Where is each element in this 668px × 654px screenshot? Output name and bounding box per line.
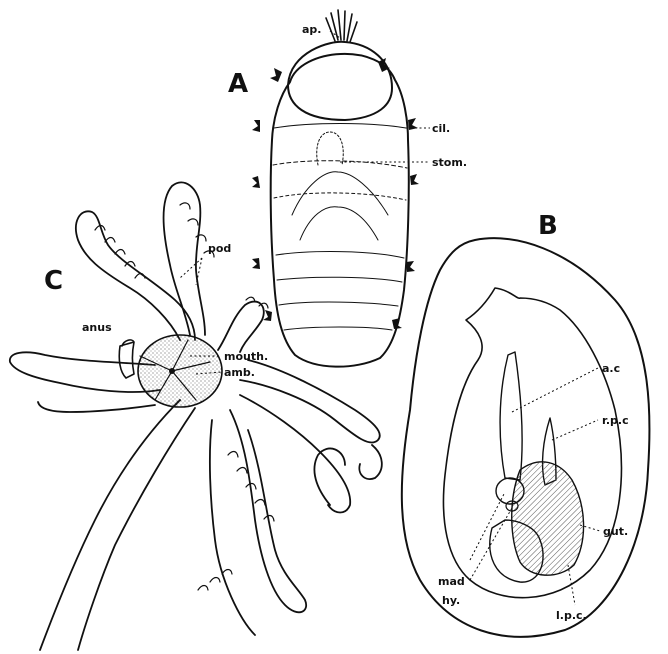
ciliary-bands — [273, 124, 407, 331]
arms — [10, 182, 382, 650]
label-stom: stom. — [432, 156, 467, 169]
panel-b-letter: B — [538, 211, 558, 241]
cilia-tufts — [252, 58, 419, 329]
label-rpc: r.p.c — [602, 414, 629, 427]
label-cil: cil. — [432, 122, 450, 135]
gut — [512, 462, 584, 575]
panel-c-juvenile — [10, 182, 382, 650]
inner-arch — [292, 172, 388, 240]
anus-tube — [119, 340, 134, 378]
stomodaeum — [317, 132, 344, 165]
panel-c-letter: C — [44, 266, 63, 296]
label-hy: hy. — [442, 594, 460, 607]
label-mad: mad — [438, 575, 465, 588]
panel-a-larva — [252, 10, 419, 367]
apical-tuft — [326, 10, 357, 42]
label-ap: ap. — [302, 23, 321, 36]
label-pod: pod — [208, 242, 231, 255]
label-gut: gut. — [603, 525, 628, 538]
label-mouth: mouth. — [224, 350, 268, 363]
mouth-center — [169, 368, 175, 374]
panel-a-letter: A — [228, 69, 248, 99]
anterior-coelom — [500, 352, 522, 480]
label-lpc: l.p.c. — [556, 609, 587, 622]
label-amb: amb. — [224, 366, 255, 379]
label-anus: anus — [82, 321, 112, 334]
label-ac: a.c — [602, 362, 620, 375]
central-disc — [138, 335, 222, 407]
